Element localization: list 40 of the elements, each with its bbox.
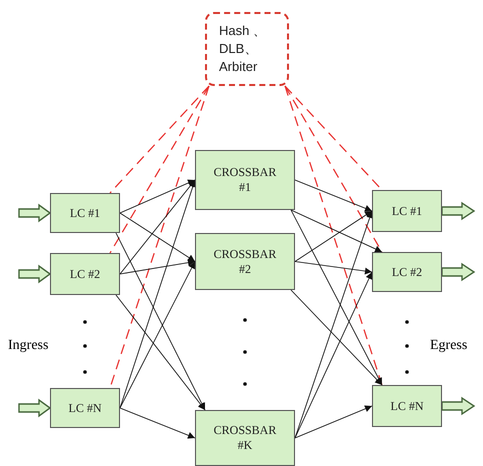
dashed-line [116, 232, 206, 410]
line-card-box: LC #2 [372, 252, 442, 292]
block-arrow [18, 264, 52, 284]
dashed-line [284, 86, 383, 252]
side-label: Ingress [8, 338, 48, 354]
arrow [294, 180, 372, 212]
crossbar-box: CROSSBAR #2 [195, 233, 295, 290]
arrow [120, 408, 196, 439]
line-card-box: LC #1 [50, 193, 120, 233]
dashed-line [110, 86, 210, 194]
arrow [294, 261, 372, 275]
line-card-box: LC #N [372, 385, 442, 427]
dashed-line [284, 86, 383, 386]
arrow [120, 261, 196, 408]
crossbar-box: CROSSBAR #1 [195, 150, 295, 210]
arrow [294, 405, 372, 438]
block-arrow [18, 204, 52, 222]
side-label: Egress [430, 338, 468, 354]
block-arrow [441, 262, 476, 282]
arrow [294, 272, 372, 438]
arrow [294, 210, 372, 262]
arrow [120, 180, 196, 214]
crossbar-box: CROSSBAR #K [195, 410, 295, 466]
block-arrow [441, 202, 476, 220]
dashed-line [284, 86, 382, 190]
block-arrow [441, 396, 476, 416]
arrow [120, 259, 196, 274]
dashed-line [290, 210, 382, 386]
line-card-box: LC #2 [50, 253, 120, 295]
dashed-line [109, 86, 210, 254]
block-arrow [18, 398, 52, 418]
line-card-box: LC #N [50, 388, 120, 428]
arrow [294, 210, 374, 438]
dashed-line [116, 294, 206, 410]
dashed-line [290, 290, 382, 386]
arrow [120, 212, 196, 262]
arrow [120, 180, 196, 274]
line-card-box: LC #1 [372, 190, 442, 232]
dashed-line [290, 210, 382, 252]
control-box: Hash 、 DLB、 Arbiter [205, 12, 289, 86]
